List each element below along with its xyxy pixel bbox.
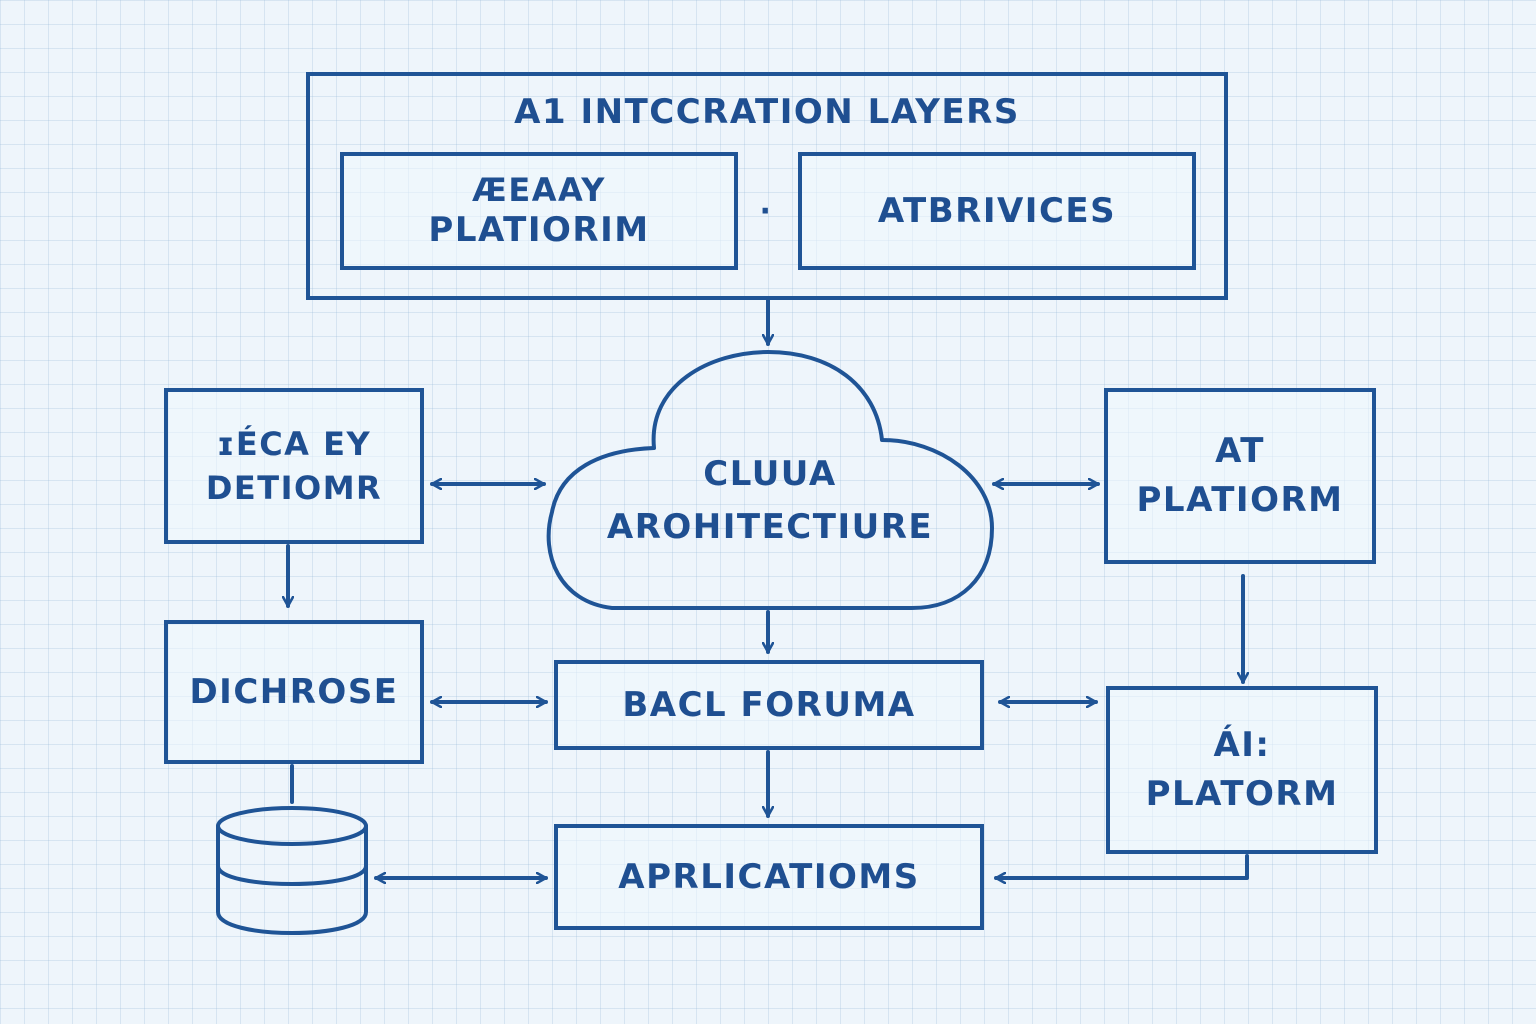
legacy-platform-line2: PLATIORIM	[428, 209, 650, 250]
cloud-architecture-label: CLUUA AROHITECTIURE	[560, 454, 980, 548]
ai-services-box: ATBRIVICES	[798, 152, 1196, 270]
ai-integration-layers-title: A1 INTCCRATION LAYERS	[514, 92, 1020, 132]
legacy-domain-line1: ɪÉCA EY	[216, 424, 372, 463]
ai-integration-layers-box	[306, 72, 1228, 300]
bacl-foruma-box: BACL FORUMA	[554, 660, 984, 750]
bacl-foruma-label: BACL FORUMA	[622, 684, 916, 725]
legacy-domain-line2: DETIOMR	[205, 469, 383, 507]
database-cylinder-icon	[216, 806, 368, 935]
cloud-shape	[546, 350, 994, 610]
legacy-platform-line1: ÆEAAY	[472, 171, 606, 210]
ai-services-label: ATBRIVICES	[877, 190, 1117, 231]
applications-box: APRLICATIOMS	[554, 824, 984, 930]
ai-platform-top-box: AT PLATIORM	[1104, 388, 1376, 564]
cloud-label-line1: CLUUA	[703, 454, 837, 494]
legacy-platform-box: ÆEAAY PLATIORIM	[340, 152, 738, 270]
applications-label: APRLICATIOMS	[618, 856, 920, 897]
ai-platform-bottom-line2: PLATORM	[1145, 774, 1339, 814]
cloud-label-line2: AROHITECTIURE	[606, 506, 934, 547]
layer-separator-dot: ·	[759, 194, 773, 229]
dichrose-label: DICHROSE	[189, 671, 399, 712]
dichrose-box: DICHROSE	[164, 620, 424, 764]
ai-platform-bottom-line1: ÁI:	[1213, 725, 1271, 766]
legacy-domain-box: ɪÉCA EY DETIOMR	[164, 388, 424, 544]
arrow-right-bottom-to-applications	[994, 854, 1249, 878]
ai-platform-top-line1: AT	[1215, 431, 1265, 472]
ai-platform-bottom-box: ÁI: PLATORM	[1106, 686, 1378, 854]
ai-platform-top-line2: PLATIORM	[1136, 480, 1344, 520]
